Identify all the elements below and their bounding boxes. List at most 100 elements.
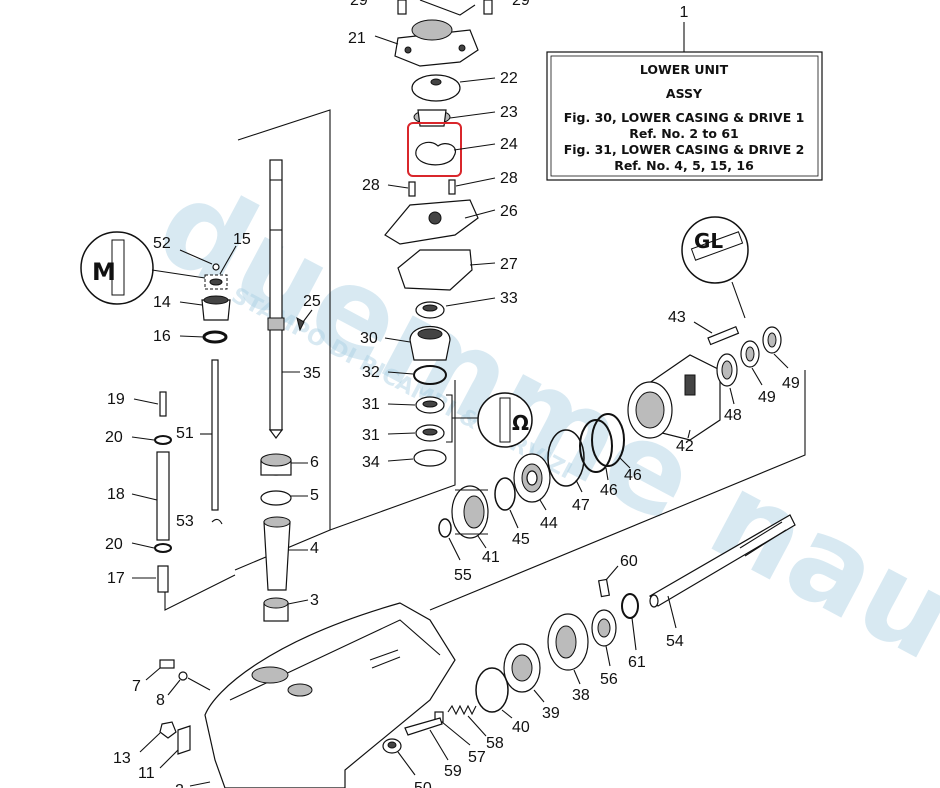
label-35: 35 [303, 365, 321, 382]
label-58: 58 [486, 735, 504, 752]
assembly-line-3: Fig. 31, LOWER CASING & DRIVE 2 [564, 142, 805, 157]
label-29b: 29 [512, 0, 530, 9]
grease-symbol-icon-center: Ω [477, 392, 533, 448]
o-ring-46b [579, 419, 613, 473]
label-29a: 29 [350, 0, 368, 9]
assembly-line-2: Ref. No. 2 to 61 [629, 126, 738, 141]
lower-casing [204, 602, 456, 788]
insert-cartridge [411, 74, 461, 102]
reverse-gear-41 [451, 485, 489, 539]
fitting-17 [157, 565, 169, 593]
propeller-shaft-54 [649, 514, 796, 608]
label-15: 15 [233, 231, 251, 248]
label-25: 25 [303, 293, 321, 310]
o-ring-16 [202, 330, 228, 344]
svg-text:Ω: Ω [512, 411, 529, 435]
label-56: 56 [600, 671, 618, 688]
assembly-title: LOWER UNIT [640, 62, 729, 77]
label-22: 22 [500, 70, 518, 87]
label-52: 52 [153, 235, 171, 252]
label-32: 32 [362, 364, 380, 381]
label-7: 7 [132, 678, 141, 695]
label-4: 4 [310, 540, 319, 557]
label-49a: 49 [758, 389, 776, 406]
label-16: 16 [153, 328, 171, 345]
label-57: 57 [468, 749, 486, 766]
label-8: 8 [156, 692, 165, 709]
hose-18 [156, 451, 170, 541]
label-44: 44 [540, 515, 558, 532]
assembly-ref-number: 1 [680, 4, 689, 21]
shim-45 [494, 477, 516, 511]
shim-40 [475, 667, 509, 713]
bushing-15 [204, 274, 228, 290]
bolt-19 [159, 391, 167, 417]
label-26: 26 [500, 203, 518, 220]
pin-60 [597, 578, 611, 598]
assembly-line-1: Fig. 30, LOWER CASING & DRIVE 1 [564, 110, 805, 125]
label-47: 47 [572, 497, 590, 514]
label-28b: 28 [500, 170, 518, 187]
grease-symbol-icon-left: M [80, 231, 154, 305]
label-11: 11 [138, 765, 155, 782]
dowel-pin-left [408, 181, 416, 197]
washer-8 [178, 671, 188, 681]
part-50 [382, 738, 402, 754]
sleeve-4 [263, 521, 291, 591]
oil-seal-49a [740, 340, 760, 368]
oil-seal-31-lower [415, 424, 445, 442]
label-28a: 28 [362, 177, 380, 194]
label-20a: 20 [105, 429, 123, 446]
bolt-7 [159, 659, 175, 669]
oil-seal-31-upper [415, 396, 445, 414]
bushing-6 [260, 453, 292, 476]
clip-55 [438, 518, 452, 538]
shift-rod-holder-14 [201, 295, 231, 321]
label-17: 17 [107, 570, 125, 587]
label-31a: 31 [362, 396, 380, 413]
spring-ring-61 [621, 593, 639, 619]
clip-53 [211, 518, 223, 525]
gasket-highlighted [407, 122, 462, 177]
pump-gasket [397, 249, 473, 291]
label-61: 61 [628, 654, 646, 671]
label-27: 27 [500, 256, 518, 273]
drive-shaft [267, 159, 285, 439]
oil-seal-49b [762, 326, 782, 354]
svg-text:GL: GL [694, 229, 723, 253]
svg-text:M: M [92, 258, 116, 286]
o-ring-32 [413, 365, 447, 385]
label-31b: 31 [362, 427, 380, 444]
water-pump-housing [394, 0, 493, 67]
bolt-43 [707, 325, 740, 346]
assembly-line-4: Ref. No. 4, 5, 15, 16 [614, 158, 754, 173]
label-45: 45 [512, 531, 530, 548]
assembly-reference-box: 1 LOWER UNIT ASSY Fig. 30, LOWER CASING … [546, 4, 823, 181]
label-6: 6 [310, 454, 319, 471]
label-39: 39 [542, 705, 560, 722]
label-41: 41 [482, 549, 500, 566]
woodruff-key [296, 316, 305, 332]
label-14: 14 [153, 294, 171, 311]
forward-gear-38 [547, 613, 589, 671]
nut-13 [159, 721, 177, 739]
dowel-pin-right [448, 179, 456, 195]
label-33: 33 [500, 290, 518, 307]
shift-rod-51 [211, 359, 219, 511]
label-18: 18 [107, 486, 125, 503]
label-51: 51 [176, 425, 194, 442]
label-2: 2 [175, 782, 184, 788]
label-23: 23 [500, 104, 518, 121]
anode-11 [177, 725, 191, 755]
label-20b: 20 [105, 536, 123, 553]
label-50: 50 [414, 780, 432, 788]
label-40: 40 [512, 719, 530, 736]
propeller-shaft-housing [627, 354, 721, 441]
label-60: 60 [620, 553, 638, 570]
label-59: 59 [444, 763, 462, 780]
label-55: 55 [454, 567, 472, 584]
assembly-subtitle: ASSY [666, 86, 703, 101]
label-24: 24 [500, 136, 518, 153]
shim-47 [547, 429, 585, 487]
label-48: 48 [724, 407, 742, 424]
